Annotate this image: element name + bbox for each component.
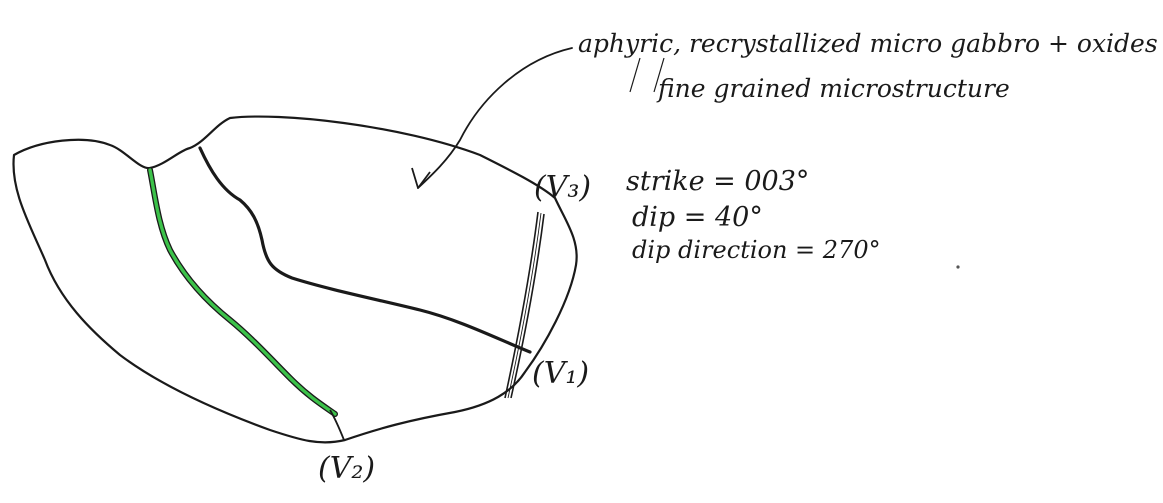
double-vein-v1-v3 bbox=[504, 211, 539, 399]
green-vein-v2 bbox=[147, 167, 338, 417]
annotation-line-2: fine grained microstructure bbox=[656, 74, 1010, 103]
stray-dot bbox=[956, 265, 960, 269]
annotation-line-1: aphyric, recrystallized micro gabbro + o… bbox=[578, 29, 1158, 58]
dip-direction-text: dip direction = 270° bbox=[632, 236, 881, 264]
rock-outline bbox=[12, 115, 578, 444]
strike-text: strike = 003° bbox=[626, 166, 809, 197]
dip-text: dip = 40° bbox=[632, 202, 763, 233]
arrow-head-icon bbox=[411, 167, 431, 189]
green-vein-v2-fill bbox=[148, 168, 337, 416]
black-vein bbox=[198, 146, 532, 354]
annotation-arrow bbox=[417, 47, 573, 189]
label-v1: (V₁) bbox=[532, 356, 589, 391]
v2-tail-line bbox=[329, 409, 345, 441]
label-v3: (V₃) bbox=[534, 170, 591, 205]
label-v2: (V₂) bbox=[318, 451, 375, 486]
